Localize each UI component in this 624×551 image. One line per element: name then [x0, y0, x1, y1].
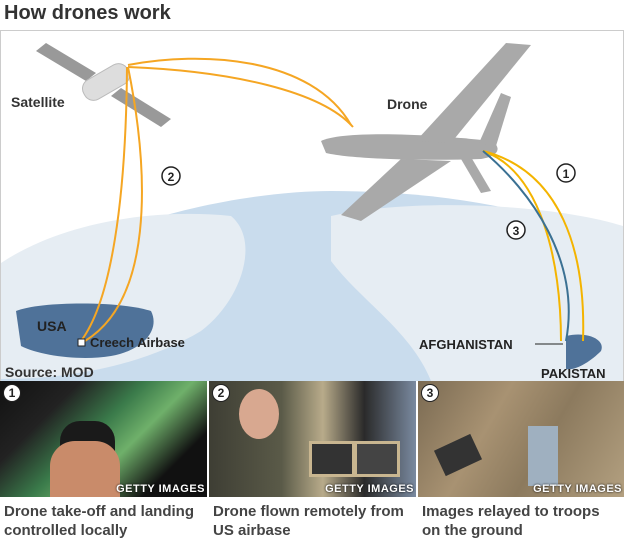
land-eurasia [331, 205, 623, 381]
panel-number: 1 [3, 384, 21, 402]
link-drone-pakistan-1 [482, 150, 585, 342]
panel-number: 3 [421, 384, 439, 402]
panel-caption: Images relayed to troops on the ground [422, 503, 600, 539]
land-afghanistan-pakistan [566, 334, 602, 370]
link-base-satellite [80, 66, 128, 342]
photo-credit: GETTY IMAGES [533, 483, 622, 495]
link-satellite-base [84, 66, 143, 342]
panel-2: 2 GETTY IMAGES Drone flown remotely from… [209, 381, 416, 551]
link-drone-satellite [127, 66, 354, 128]
diagram-svg: Satellite Drone 2 1 3 USA [1, 43, 623, 381]
afghanistan-label: AFGHANISTAN [419, 337, 513, 352]
panel-number: 2 [212, 384, 230, 402]
badge-1: 1 [556, 163, 576, 183]
badge-3: 3 [506, 220, 526, 240]
usa-label: USA [37, 318, 67, 334]
panel-1: 1 GETTY IMAGES Drone take-off and landin… [0, 381, 207, 551]
link-satellite-drone [127, 57, 352, 126]
drone-icon [321, 43, 531, 221]
svg-text:1: 1 [563, 167, 570, 181]
svg-text:3: 3 [513, 224, 520, 238]
pakistan-label: PAKISTAN [541, 366, 606, 381]
link-drone-afghanistan [482, 150, 570, 342]
satellite-label: Satellite [11, 94, 65, 110]
panel-caption: Drone flown remotely from US airbase [213, 503, 404, 539]
page-title: How drones work [4, 2, 171, 24]
badge-2: 2 [161, 166, 181, 186]
svg-text:2: 2 [168, 170, 175, 184]
photo-pilot: 2 GETTY IMAGES [209, 381, 416, 497]
photo-troops: 3 GETTY IMAGES [418, 381, 624, 497]
airbase-marker [77, 338, 86, 347]
photo-credit: GETTY IMAGES [325, 483, 414, 495]
links [80, 57, 585, 342]
panel-3: 3 GETTY IMAGES Images relayed to troops … [418, 381, 624, 551]
airbase-label: Creech Airbase [90, 335, 185, 350]
satellite-icon [36, 43, 171, 127]
drone-label: Drone [387, 96, 428, 112]
diagram-frame: Satellite Drone 2 1 3 USA [0, 30, 624, 381]
panel-caption: Drone take-off and landing controlled lo… [4, 503, 195, 539]
source-label: Source: MOD [5, 364, 94, 380]
photo-joystick: 1 GETTY IMAGES [0, 381, 207, 497]
land-usa [16, 303, 154, 358]
photo-credit: GETTY IMAGES [116, 483, 205, 495]
